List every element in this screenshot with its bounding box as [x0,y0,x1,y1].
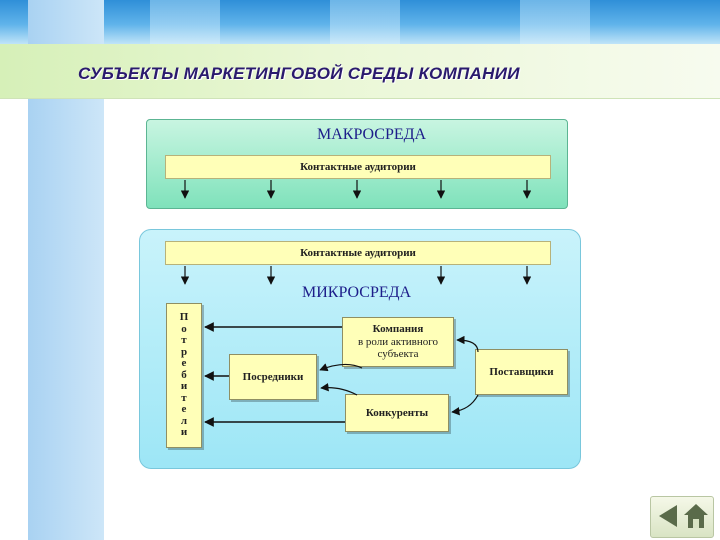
micro-down-arrows [180,266,532,285]
consumers-letter: л [180,414,188,427]
slide-title: СУБЪЕКТЫ МАРКЕТИНГОВОЙ СРЕДЫ КОМПАНИИ [78,64,520,83]
home-icon[interactable] [683,503,709,529]
header-band [0,0,720,44]
title-band [0,44,720,99]
intermediaries-box: Посредники [229,354,317,400]
header-highlight [330,0,400,44]
suppliers-box: Поставщики [475,349,568,395]
consumers-letter: е [181,357,187,370]
company-subtitle: в роли активного [357,335,439,348]
company-title: Компания [372,323,424,336]
macro-down-arrows [180,180,532,199]
header-highlight [520,0,590,44]
consumers-letter: и [180,426,188,439]
consumers-letter: т [181,391,187,404]
consumers-letter: о [181,322,187,335]
competitors-box: Конкуренты [345,394,449,432]
consumers-letter: е [181,403,187,416]
consumers-letter: П [179,311,189,324]
consumers-letter: т [181,334,187,347]
contact-audiences-top: Контактные аудитории [165,155,551,179]
macro-environment-label: МАКРОСРЕДА [317,126,427,143]
company-subtitle-2: субъекта [377,348,419,361]
consumers-letter: и [180,380,188,393]
header-highlight [150,0,220,44]
consumers-letter: б [181,368,187,381]
consumers-letter: р [180,345,188,358]
company-box: Компания в роли активного субъекта [342,317,454,367]
contact-audiences-bottom: Контактные аудитории [165,241,551,265]
micro-environment-label: МИКРОСРЕДА [302,284,412,301]
navigation-panel [650,496,714,538]
back-arrow-icon[interactable] [657,503,681,529]
